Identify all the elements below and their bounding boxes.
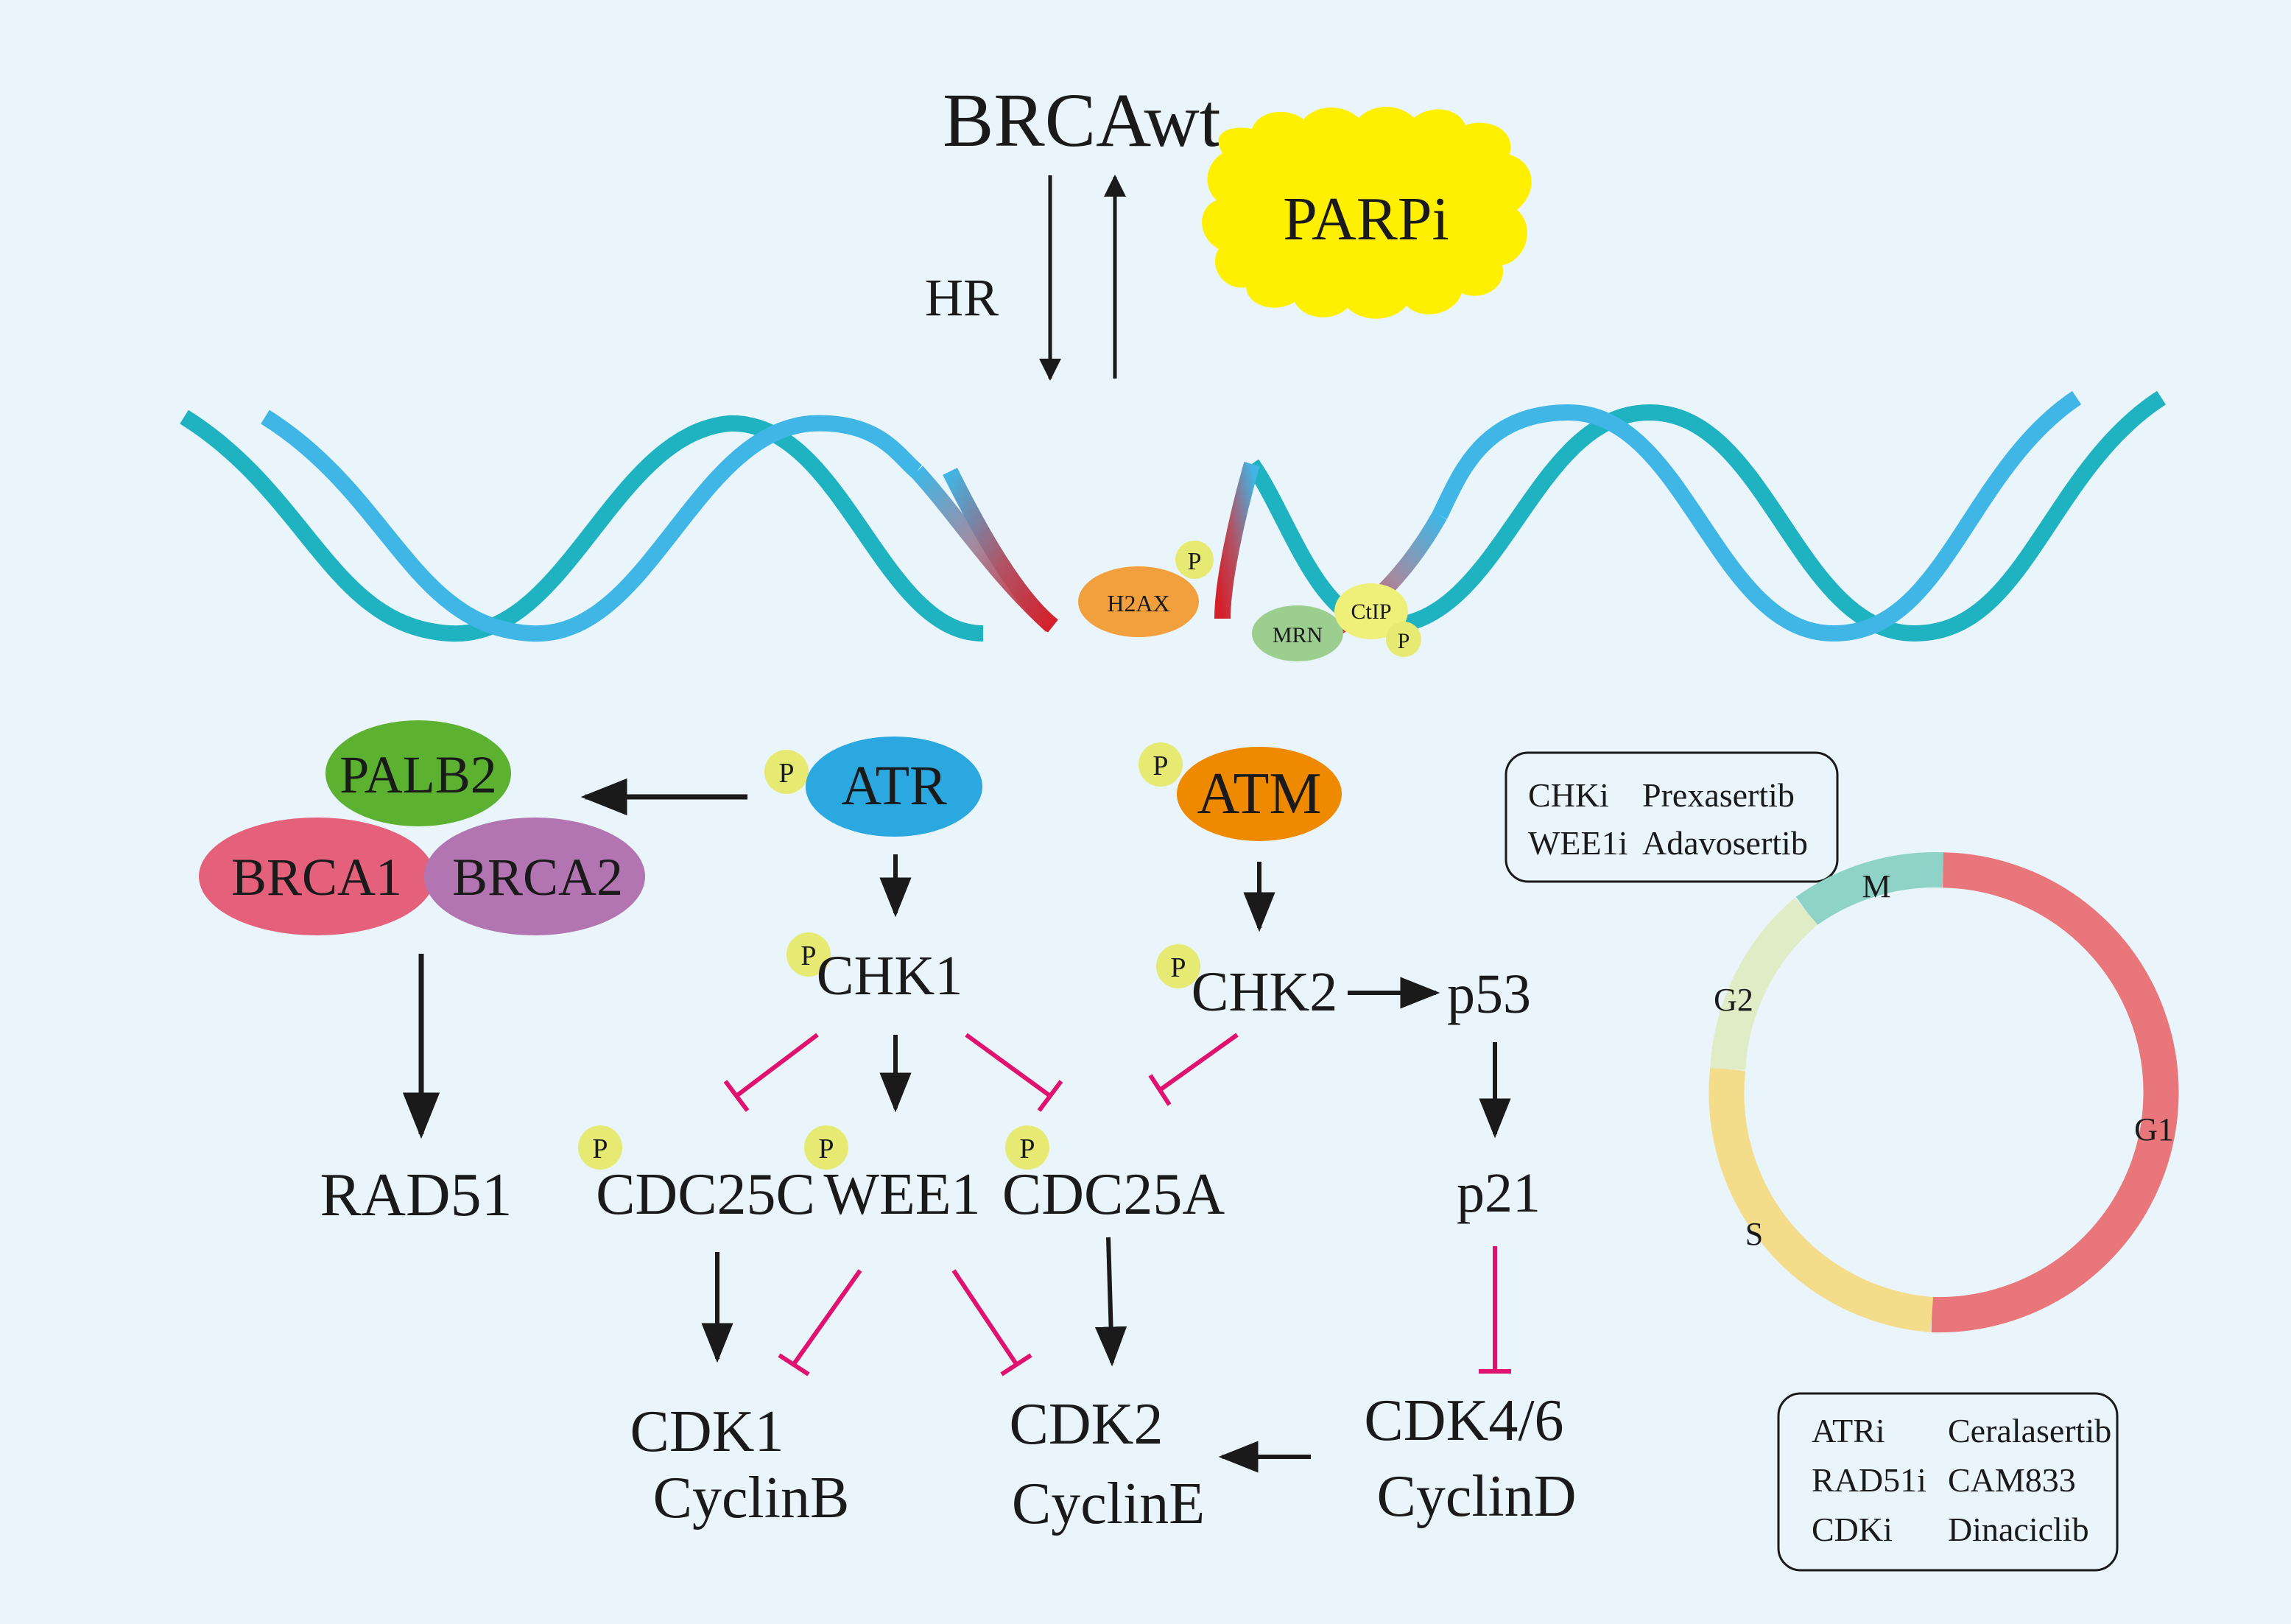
drug-target-cdki: CDKi [1812, 1511, 1893, 1548]
wee1-phospho-label: P [818, 1133, 834, 1164]
cyclinb-label: CyclinB [653, 1466, 850, 1530]
cycle-label-m: M [1862, 868, 1890, 904]
drug-name-ceralasertib: Ceralasertib [1948, 1412, 2111, 1449]
cdc25c-phospho-label: P [592, 1133, 608, 1164]
drug-box-bottom [1777, 1392, 2119, 1572]
atm-phospho [1139, 742, 1183, 787]
chk1-phospho-label: P [800, 941, 816, 971]
cell-cycle-ring [1708, 852, 2179, 1333]
p53-label: p53 [1447, 963, 1531, 1025]
cycle-phase-s [1708, 1067, 1934, 1332]
chk2-phospho-label: P [1170, 952, 1186, 983]
cdc25a-label: CDC25A [1002, 1162, 1225, 1227]
chk1-inhibits-cdc25a [965, 1033, 1052, 1098]
atr-phospho [764, 750, 809, 794]
atr-phospho-label: P [778, 758, 794, 789]
chk1-inhibitions [723, 1033, 1063, 1112]
ctip-label: CtIP [1351, 600, 1391, 624]
cdc25a-phospho [1005, 1125, 1049, 1170]
drug-target-wee1i: WEE1i [1528, 824, 1627, 862]
p21-label: p21 [1457, 1162, 1541, 1224]
p21-inhibits-cdk46 [1479, 1246, 1511, 1374]
brca2-label: BRCA2 [452, 848, 623, 907]
drug-name-dinaciclib: Dinaciclib [1948, 1511, 2089, 1548]
drug-box-top [1505, 751, 1839, 883]
mrn-protein [1252, 605, 1343, 661]
h2ax-protein [1078, 566, 1199, 637]
mrn-label: MRN [1273, 623, 1323, 647]
dna-strand-right-b [1432, 390, 2082, 642]
cycle-label-s: S [1745, 1216, 1763, 1252]
wee1-phospho [804, 1125, 848, 1170]
cycle-label-g2: G2 [1714, 982, 1753, 1018]
wee1-label: WEE1 [823, 1162, 980, 1227]
atr-protein [806, 737, 982, 837]
cdk1-label: CDK1 [630, 1399, 784, 1464]
parpi-label: PARPi [1283, 185, 1449, 253]
h2ax-label: H2AX [1107, 590, 1169, 616]
cycle-phase-m [1795, 852, 1944, 926]
drug-name-cam833: CAM833 [1948, 1461, 2076, 1499]
wee1-inhibitions [778, 1269, 1032, 1377]
wee1-inhibits-cdk1 [792, 1269, 862, 1365]
brca2-protein [424, 818, 645, 935]
dna-damage-left-a [943, 468, 1059, 633]
drug-name-prexasertib: Prexasertib [1642, 776, 1795, 814]
rad51-label: RAD51 [320, 1161, 512, 1229]
atr-label: ATR [841, 755, 947, 817]
h2ax-phospho-label: P [1188, 548, 1202, 575]
cdk2-label: CDK2 [1010, 1392, 1164, 1457]
chk2-phospho [1156, 944, 1200, 988]
drug-target-chki: CHKi [1528, 776, 1609, 814]
cycle-label-g1: G1 [2134, 1111, 2174, 1147]
cdc25c-phospho [578, 1125, 622, 1170]
dna-helix [180, 390, 2166, 645]
cdc25c-label: CDC25C [596, 1162, 815, 1227]
dna-strand-left-b [261, 409, 923, 642]
hr-label: HR [925, 268, 999, 327]
brca1-protein [199, 818, 434, 935]
chk2-label: CHK2 [1192, 961, 1337, 1023]
drug-target-rad51i: RAD51i [1812, 1461, 1926, 1499]
cdk46-label: CDK4/6 [1364, 1388, 1563, 1453]
cycle-phase-g2 [1710, 897, 1818, 1071]
brca1-label: BRCA1 [231, 848, 402, 907]
drug-target-atri: ATRi [1812, 1412, 1885, 1449]
ctip-phospho-label: P [1398, 629, 1410, 653]
palb2-label: PALB2 [339, 745, 496, 804]
brca-wt-label: BRCAwt [943, 78, 1221, 163]
wee1-inhibits-cdk2 [951, 1269, 1018, 1365]
atm-protein [1177, 747, 1342, 841]
parpi-cloud [1202, 107, 1532, 319]
palb2-protein [325, 720, 511, 826]
dna-strand-left-a [180, 409, 984, 642]
cdc25a-phospho-label: P [1019, 1133, 1035, 1164]
chk2-inhibits-cdc25a [1148, 1033, 1239, 1106]
cyclind-label: CyclinD [1376, 1464, 1576, 1529]
dna-damage-right-a [1214, 461, 1260, 619]
chk1-label: CHK1 [817, 945, 962, 1007]
chk1-inhibits-cdc25c [735, 1033, 819, 1098]
h2ax-phospho [1175, 541, 1214, 579]
cycle-phase-g1 [1931, 852, 2179, 1333]
ctip-phospho [1386, 622, 1421, 657]
cycline-label: CyclinE [1012, 1472, 1205, 1536]
atm-phospho-label: P [1152, 751, 1168, 781]
chk1-phospho [786, 932, 831, 977]
cdc25a-to-cdk2-arrow [1094, 1237, 1127, 1367]
drug-name-adavosertib: Adavosertib [1642, 824, 1808, 862]
ctip-protein [1334, 583, 1408, 639]
atm-label: ATM [1197, 762, 1322, 826]
